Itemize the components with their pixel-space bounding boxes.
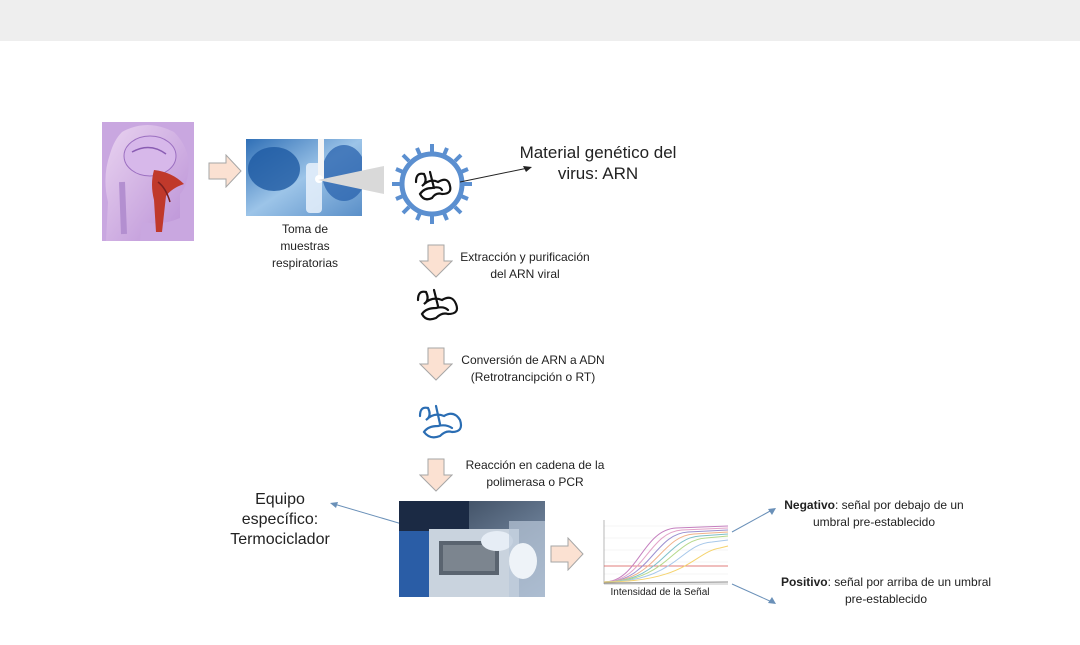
arrow-right-2 bbox=[550, 537, 584, 571]
arrow-right-1 bbox=[208, 154, 242, 188]
positive-title: Positivo bbox=[780, 575, 828, 589]
arrow-down-3 bbox=[419, 458, 453, 492]
equipment-label: Equipo específico: Termociclador bbox=[230, 491, 330, 548]
conversion-label: Conversión de ARN a ADN (Retrotrancipció… bbox=[461, 353, 605, 384]
pcr-label: Reacción en cadena de la polimerasa o PC… bbox=[465, 458, 605, 489]
chart-x-label: Intensidad de la Señal bbox=[610, 587, 710, 598]
positive-connector bbox=[730, 580, 780, 608]
genetic-material-label: Material genético del virus: ARN bbox=[519, 143, 677, 183]
positive-text: : señal por arriba de un umbral pre-esta… bbox=[827, 575, 992, 606]
pointer-arrow-genetic-material bbox=[458, 160, 538, 186]
virus-icon bbox=[390, 142, 474, 226]
negative-connector bbox=[730, 502, 780, 536]
negative-text: : señal por debajo de un umbral pre-esta… bbox=[812, 498, 964, 529]
head-anatomy-image bbox=[102, 122, 194, 241]
negative-title: Negativo bbox=[784, 498, 835, 512]
arrow-down-2 bbox=[419, 347, 453, 381]
zoom-cone bbox=[318, 160, 388, 200]
amplification-chart bbox=[598, 516, 730, 588]
top-bar bbox=[0, 0, 1080, 41]
positive-result: Positivo: señal por arriba de un umbral … bbox=[774, 574, 998, 608]
extraction-label: Extracción y purificación del ARN viral bbox=[460, 250, 590, 281]
thermocycler-photo bbox=[399, 501, 545, 597]
equipment-connector bbox=[326, 498, 406, 528]
dna-icon bbox=[416, 402, 468, 440]
arrow-down-1 bbox=[419, 244, 453, 278]
rna-icon bbox=[414, 286, 466, 322]
negative-result: Negativo: señal por debajo de un umbral … bbox=[776, 497, 972, 531]
sample-label: Toma de muestras respiratorias bbox=[271, 222, 339, 270]
